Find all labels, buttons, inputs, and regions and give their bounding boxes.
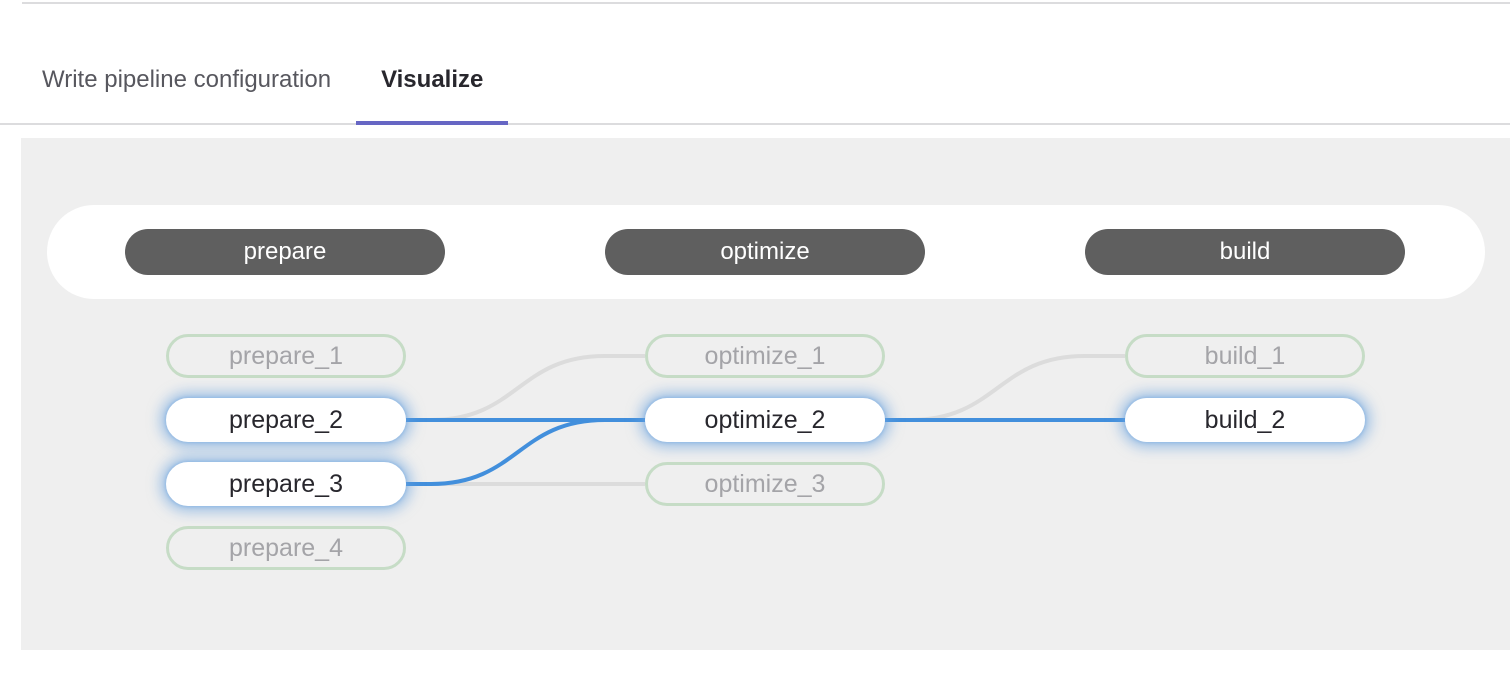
stage-pill-build: build <box>1085 229 1405 275</box>
job-label: optimize_1 <box>704 342 826 370</box>
job-pill[interactable]: prepare_3 <box>166 462 406 506</box>
editor-tab-bar: Write pipeline configuration Visualize <box>0 40 1510 125</box>
job-label: prepare_3 <box>229 470 343 498</box>
job-label: build_1 <box>1204 342 1286 370</box>
job-pill[interactable]: optimize_2 <box>645 398 885 442</box>
link-prepare_2-optimize_1 <box>406 354 645 422</box>
stages-header-bar: prepare optimize build <box>47 205 1485 299</box>
job-pill[interactable]: build_2 <box>1125 398 1365 442</box>
tab-write-pipeline-configuration[interactable]: Write pipeline configuration <box>42 66 332 93</box>
pipeline-visualization-panel: prepare optimize build prepare_1 prepare… <box>21 138 1510 650</box>
top-divider <box>22 2 1510 4</box>
stage-pill-prepare: prepare <box>125 229 445 275</box>
job-pill[interactable]: optimize_3 <box>645 462 885 506</box>
links-layer <box>406 354 1125 486</box>
job-label: optimize_3 <box>704 470 826 498</box>
job-label: build_2 <box>1204 406 1286 434</box>
job-label: prepare_1 <box>229 342 343 370</box>
link-optimize_2-build_1 <box>885 354 1125 422</box>
job-pill[interactable]: prepare_1 <box>166 334 406 378</box>
stage-pill-optimize: optimize <box>605 229 925 275</box>
job-label: prepare_4 <box>229 534 343 562</box>
job-label: optimize_2 <box>704 406 826 434</box>
job-label: prepare_2 <box>229 406 343 434</box>
link-prepare_3-optimize_2 <box>406 418 645 486</box>
job-pill[interactable]: prepare_4 <box>166 526 406 570</box>
job-pill[interactable]: build_1 <box>1125 334 1365 378</box>
job-pill[interactable]: prepare_2 <box>166 398 406 442</box>
job-pill[interactable]: optimize_1 <box>645 334 885 378</box>
tab-visualize[interactable]: Visualize <box>356 40 509 125</box>
